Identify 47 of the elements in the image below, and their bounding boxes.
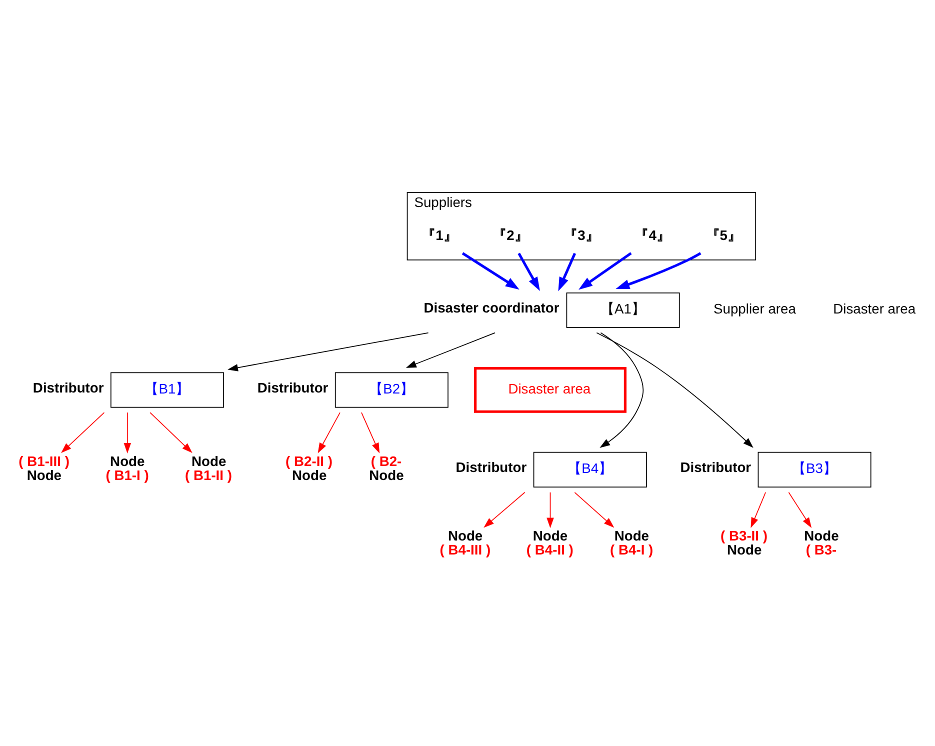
arrow [228,332,429,371]
node-text: ( B2-II ) Node [286,452,332,482]
arrow [462,252,520,290]
label: Supplier area [714,300,796,316]
arrow [124,412,132,453]
node-box: 【B2】 [334,372,448,408]
arrow [61,412,105,453]
arrow [518,252,540,291]
node-box: Disaster area [474,366,626,412]
arrow [578,252,632,290]
node-box: 【B1】 [110,372,224,408]
arrow [596,332,754,448]
arrow [558,252,576,291]
arrow [361,412,380,453]
node-box: 【B4】 [533,451,647,487]
node-label: Distributor [32,378,104,395]
node-label: Distributor [456,458,527,475]
node-text: 『4』 [634,226,670,242]
arrow [150,412,192,453]
arrow [574,491,614,528]
node-text: 『2』 [492,226,528,242]
label: Disaster area [833,300,916,316]
node-text: Node ( B3- [804,527,839,557]
node-box: 【B3】 [758,451,872,487]
node-label: Distributor [680,458,752,475]
node-text: Node ( B4-III ) [440,527,491,557]
node-text: ( B2- Node [369,452,404,482]
arrow [600,332,644,448]
node-text: Node ( B4-II ) [526,527,574,557]
arrow [406,332,496,368]
node-text: ( B3-II ) Node [720,527,768,557]
node-text: Node ( B4-I ) [610,527,654,557]
node-text: Node ( B1-II ) [185,452,232,482]
arrow [750,491,766,528]
arrow [546,491,554,528]
node-text: Node ( B1-I ) [106,452,149,482]
node-box: 【A1】 [566,292,680,328]
arrow [318,412,340,453]
arrow [484,491,526,528]
node-text: 『1』 [422,226,458,242]
node-text: 『5』 [706,226,742,242]
node-label: Disaster coordinator [424,299,560,316]
node-text: 『3』 [564,226,600,242]
node-label: Distributor [257,378,328,395]
arrow [788,491,812,528]
arrow [616,252,702,289]
node-text: ( B1-III ) Node [18,452,70,482]
